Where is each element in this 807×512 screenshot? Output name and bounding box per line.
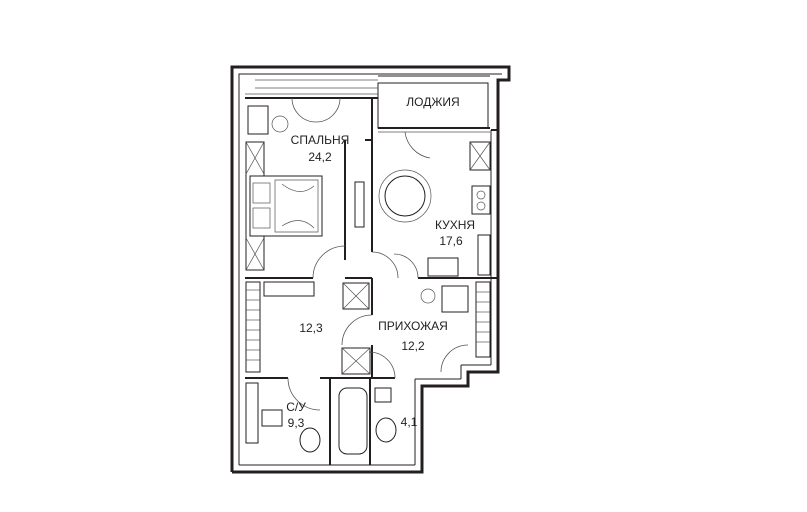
wc-sink xyxy=(374,387,392,403)
loggia xyxy=(255,75,490,133)
stove xyxy=(471,185,491,215)
bath-sink xyxy=(261,409,283,427)
interior-walls xyxy=(245,93,498,465)
bedroom-name: СПАЛЬНЯ xyxy=(291,133,350,147)
hallway-name: ПРИХОЖАЯ xyxy=(378,319,448,333)
bath-toilet xyxy=(299,427,321,453)
dressing-area: 12,3 xyxy=(299,321,323,335)
kitchen-furniture xyxy=(378,141,491,277)
bathroom-fixtures xyxy=(245,382,397,455)
bedroom-area: 24,2 xyxy=(308,150,332,164)
bathroom-area: 9,3 xyxy=(288,416,305,430)
room-labels: ЛОДЖИЯ СПАЛЬНЯ 24,2 КУХНЯ 17,6 12,3 ПРИХ… xyxy=(286,95,475,430)
dressing-shelves xyxy=(245,281,261,373)
fridge xyxy=(477,234,491,276)
bath-shelf xyxy=(245,382,259,444)
wc-toilet xyxy=(375,417,397,443)
bedroom-furniture xyxy=(245,105,365,271)
loggia-name: ЛОДЖИЯ xyxy=(406,95,459,109)
bed xyxy=(249,175,323,237)
kitchen-area: 17,6 xyxy=(439,234,463,248)
cabinet-x xyxy=(342,282,370,310)
cabinet-x-2 xyxy=(341,347,371,375)
wc-area: 4,1 xyxy=(401,415,418,429)
kitchen-name: КУХНЯ xyxy=(435,218,475,232)
hanger-rail xyxy=(263,281,315,297)
sink xyxy=(427,257,459,277)
bathtub xyxy=(338,387,368,455)
hallway-furniture xyxy=(245,281,491,375)
outer-walls xyxy=(230,65,511,474)
bathroom-name: С/У xyxy=(286,400,306,414)
tv-unit xyxy=(354,181,365,228)
hallway-armchair xyxy=(441,285,469,313)
doors xyxy=(287,97,469,411)
hallway-wardrobe xyxy=(475,281,491,358)
hallway-area: 12,2 xyxy=(401,339,425,353)
armchair xyxy=(247,105,269,135)
dining-table xyxy=(384,175,426,217)
